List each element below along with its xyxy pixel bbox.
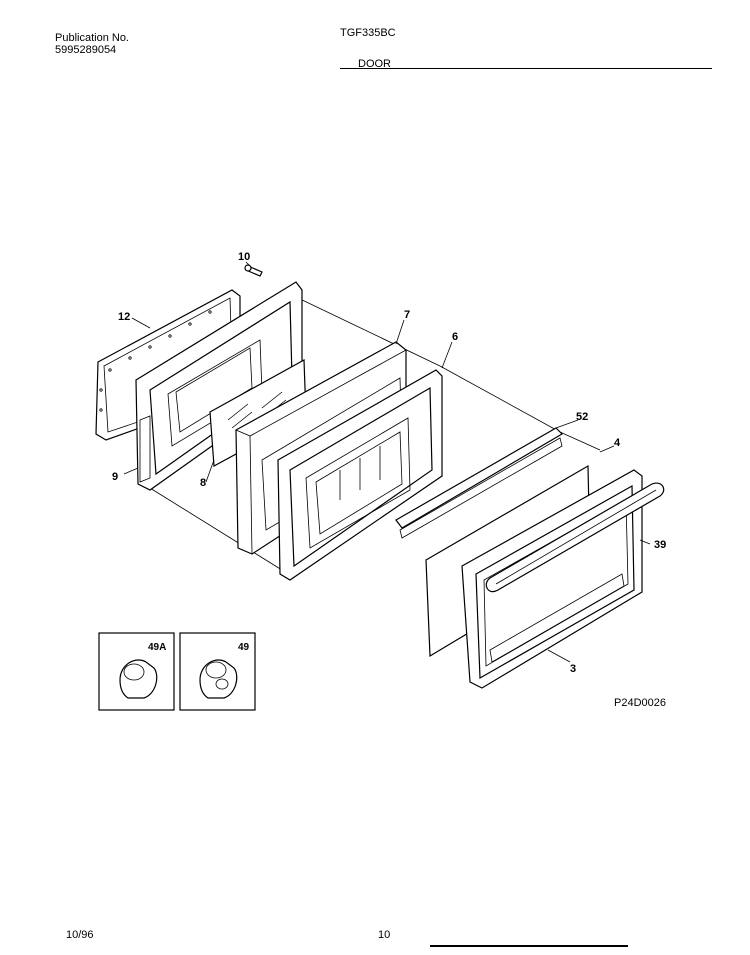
footer-rule bbox=[430, 945, 628, 947]
footer-date: 10/96 bbox=[66, 929, 94, 941]
callout-3: 3 bbox=[570, 663, 576, 675]
inset-label-49a: 49A bbox=[148, 642, 166, 653]
footer-page-number: 10 bbox=[378, 929, 391, 941]
part-door-handle bbox=[485, 482, 665, 593]
callout-10: 10 bbox=[238, 251, 250, 263]
publication-number: 5995289054 bbox=[55, 44, 117, 56]
callout-52: 52 bbox=[576, 411, 588, 423]
part-screw bbox=[244, 264, 263, 277]
alignment-lines bbox=[149, 297, 601, 576]
section-title: DOOR bbox=[358, 58, 391, 70]
model-number: TGF335BC bbox=[340, 27, 396, 39]
callout-4: 4 bbox=[614, 437, 621, 449]
knob-icon bbox=[199, 659, 238, 699]
callout-6: 6 bbox=[452, 331, 458, 343]
inset-label-49: 49 bbox=[238, 642, 250, 653]
part-door-frame bbox=[277, 369, 443, 581]
publication-label: Publication No. bbox=[55, 32, 129, 44]
leader-lines bbox=[123, 261, 651, 663]
callout-12: 12 bbox=[118, 311, 130, 323]
callout-39: 39 bbox=[654, 539, 666, 551]
figure-id: P24D0026 bbox=[614, 697, 666, 709]
callout-7: 7 bbox=[404, 309, 410, 321]
inset-knob-49a: 49A bbox=[98, 632, 175, 711]
inset-knob-49: 49 bbox=[179, 632, 256, 711]
callout-9: 9 bbox=[112, 471, 118, 483]
callout-8: 8 bbox=[200, 477, 206, 489]
header-rule bbox=[340, 68, 712, 69]
part-handle-trim bbox=[395, 427, 563, 539]
